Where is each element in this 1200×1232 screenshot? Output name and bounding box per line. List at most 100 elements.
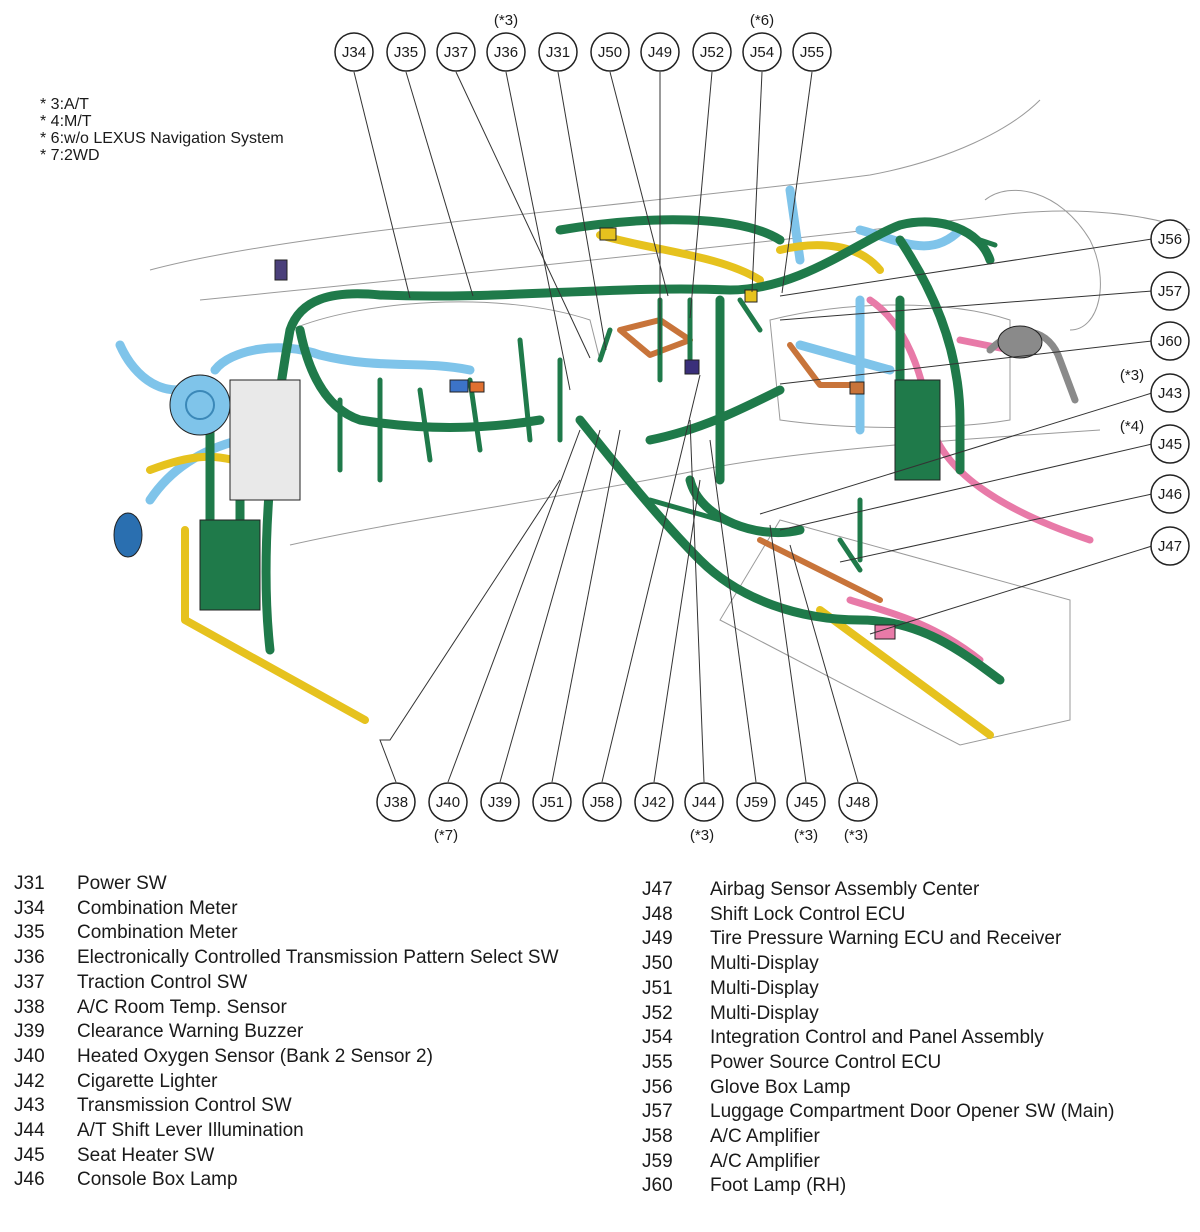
- leader-line: [499, 429, 601, 783]
- callout-label: J45: [1158, 436, 1182, 453]
- legend-name: Multi-Display: [710, 953, 819, 975]
- legend-name: Glove Box Lamp: [710, 1076, 851, 1098]
- connector-blocks: [113, 227, 1043, 640]
- leader-line: [769, 524, 807, 783]
- note-line: * 7:2WD: [40, 147, 100, 164]
- leader-line: [455, 71, 591, 359]
- callout-label: J54: [750, 44, 774, 61]
- callout-J52: J52: [692, 32, 732, 72]
- callout-J55: J55: [792, 32, 832, 72]
- callout-J45-bottom: J45 (*3): [786, 782, 826, 844]
- callout-label: J39: [488, 794, 512, 811]
- legend-code: J35: [14, 922, 45, 944]
- legend-name: Combination Meter: [77, 897, 238, 919]
- legend-code: J51: [642, 977, 673, 999]
- door-outline: [984, 189, 1101, 331]
- callout-J44: J44(*3): [684, 782, 724, 844]
- callout-label: J60: [1158, 333, 1182, 350]
- callout-J59: J59: [736, 782, 776, 822]
- leader-line: [839, 493, 1153, 563]
- legend-code: J34: [14, 897, 45, 919]
- legend-name: A/C Amplifier: [710, 1150, 820, 1172]
- legend-row: J34 Combination Meter: [14, 897, 604, 922]
- callout-label: J57: [1158, 283, 1182, 300]
- callout-label: J36: [494, 44, 518, 61]
- callout-note: (*3): [1120, 367, 1144, 384]
- legend-name: Electronically Controlled Transmission P…: [77, 947, 559, 969]
- callout-note: (*4): [1120, 418, 1144, 435]
- legend-name: Integration Control and Panel Assembly: [710, 1027, 1044, 1049]
- callout-J45: J45 (*4): [1120, 418, 1190, 464]
- harness-coil-left-inner: [185, 390, 215, 420]
- legend-code: J50: [642, 953, 673, 975]
- callout-J50: J50: [590, 32, 630, 72]
- note-line: * 3:A/T: [40, 96, 89, 113]
- legend-code: J59: [642, 1150, 673, 1172]
- legend-name: Transmission Control SW: [77, 1095, 292, 1117]
- callout-J38: J38: [376, 782, 416, 822]
- legend-name: Foot Lamp (RH): [710, 1175, 847, 1197]
- leader-line: [779, 340, 1153, 385]
- legend-name: Heated Oxygen Sensor (Bank 2 Sensor 2): [77, 1045, 433, 1067]
- callout-J43: J43 (*3): [1120, 367, 1190, 413]
- legend-name: Combination Meter: [77, 922, 238, 944]
- callout-label: J48: [846, 794, 870, 811]
- connector-yellow: [744, 289, 758, 303]
- callout-label: J59: [744, 794, 768, 811]
- leader-line: [653, 479, 701, 783]
- callout-J40: J40 (*7): [428, 782, 468, 844]
- callout-label: J55: [800, 44, 824, 61]
- callout-label: J47: [1158, 538, 1182, 555]
- legend-name: A/T Shift Lever Illumination: [77, 1120, 304, 1142]
- legend-code: J43: [14, 1095, 45, 1117]
- harness-yellow: [146, 231, 994, 739]
- legend-name: Power SW: [77, 873, 167, 894]
- callout-label: J42: [642, 794, 666, 811]
- leader-line: [557, 71, 607, 351]
- callouts-bottom: J38 J40(*7) J39 J51 J58 J42 J44(*3) J59 …: [376, 782, 878, 844]
- callout-label: J31: [546, 44, 570, 61]
- connector-purple: [684, 359, 700, 375]
- callout-J31: J31: [538, 32, 578, 72]
- legend-row: J50 Multi-Display: [642, 952, 1192, 977]
- leader-line: [759, 392, 1153, 515]
- leader-line: [447, 429, 581, 783]
- callout-note: (*7): [434, 827, 458, 844]
- callout-label: J37: [444, 44, 468, 61]
- callout-J47: J47: [1150, 526, 1190, 566]
- legend-name: Multi-Display: [710, 1002, 819, 1024]
- legend-row: J36 Electronically Controlled Transmissio…: [14, 946, 604, 971]
- callout-label: J51: [540, 794, 564, 811]
- legend-code: J48: [642, 903, 673, 925]
- legend-row: J35 Combination Meter: [14, 921, 604, 946]
- leader-line: [779, 290, 1153, 321]
- callout-label: J38: [384, 794, 408, 811]
- callout-label: J52: [700, 44, 724, 61]
- harness-coil-left: [169, 374, 231, 436]
- callout-note: (*3): [794, 827, 818, 844]
- leader-line: [689, 419, 705, 783]
- leader-line: [751, 71, 763, 293]
- legend-name: A/C Amplifier: [710, 1126, 820, 1148]
- legend-code: J36: [14, 947, 45, 969]
- callout-label: J45: [794, 794, 818, 811]
- legend-name: Shift Lock Control ECU: [710, 903, 906, 925]
- callout-J57: J57: [1150, 271, 1190, 311]
- legend-name: Traction Control SW: [77, 971, 248, 993]
- connector-orange: [849, 381, 865, 395]
- harness-diagram: J34 J35 J37 J36(*3) J31 J50 J49 J52 J54(…: [113, 12, 1191, 844]
- callout-label: J43: [1158, 385, 1182, 402]
- callout-J56: J56: [1150, 219, 1190, 259]
- callout-label: J40: [436, 794, 460, 811]
- legend-code: J49: [642, 928, 673, 950]
- callout-label: J44: [692, 794, 716, 811]
- leader-line: [609, 71, 669, 297]
